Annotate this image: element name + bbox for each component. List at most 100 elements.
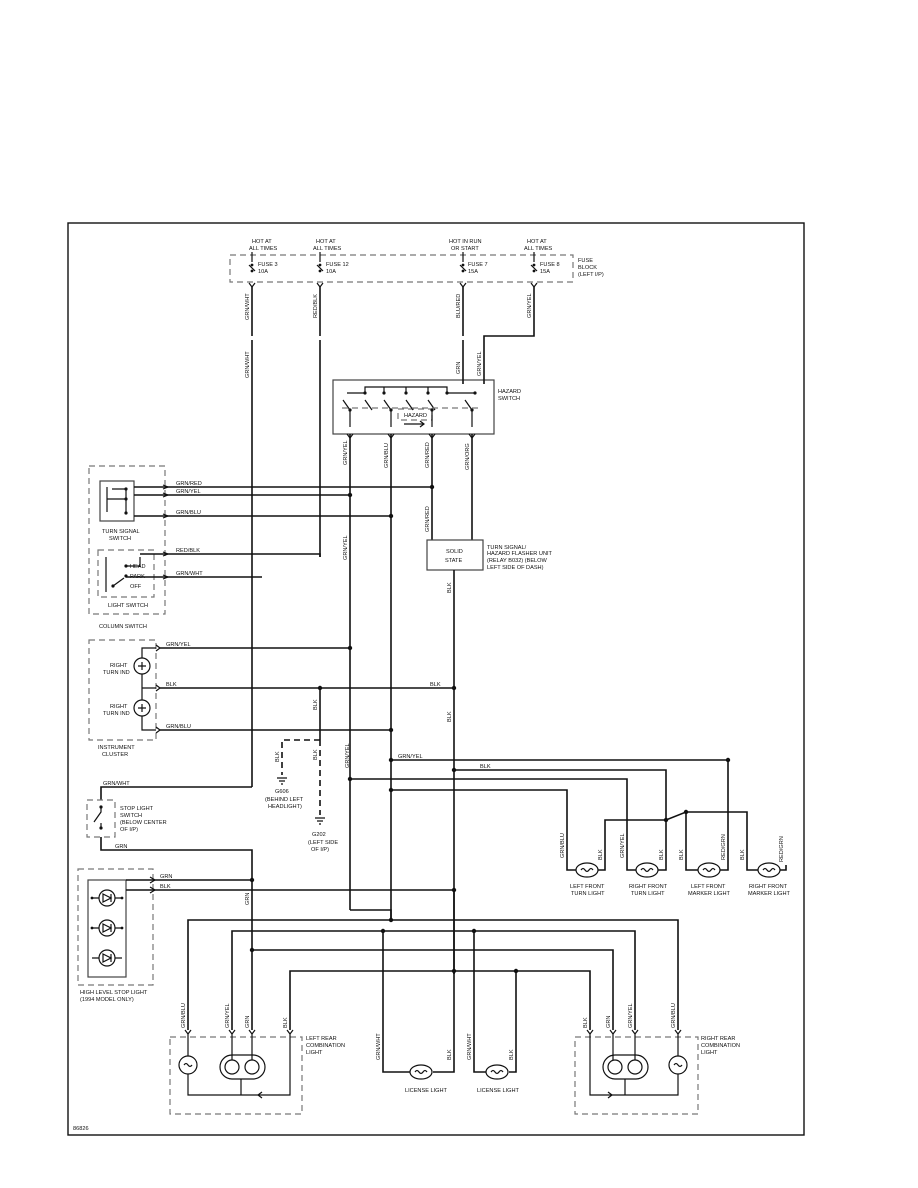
svg-text:INSTRUMENT: INSTRUMENT [98, 745, 135, 751]
column-switch: TURN SIGNAL SWITCH HEAD PARK OFF LIGHT S… [88, 465, 170, 630]
svg-text:(BEHIND LEFT: (BEHIND LEFT [265, 797, 304, 803]
svg-text:GRN/YEL: GRN/YEL [620, 833, 626, 858]
svg-text:GRN/BLU: GRN/BLU [166, 724, 191, 730]
svg-text:GRN/RED: GRN/RED [425, 442, 431, 468]
svg-text:GRN/ORG: GRN/ORG [465, 443, 471, 470]
svg-text:GRN/WHT: GRN/WHT [245, 293, 251, 320]
svg-text:GRN/WHT: GRN/WHT [376, 1033, 382, 1060]
svg-text:SWITCH: SWITCH [109, 536, 131, 542]
svg-text:TURN IND: TURN IND [103, 670, 130, 676]
svg-text:OFF: OFF [130, 584, 142, 590]
svg-text:GRN/BLU: GRN/BLU [176, 510, 201, 516]
svg-text:SWITCH: SWITCH [498, 396, 520, 402]
left-rear-combination-light: LEFT REAR COMBINATION LIGHT GRN/BLU GRN/… [169, 1003, 345, 1115]
instrument-cluster: RIGHT TURN IND RIGHT TURN IND INSTRUMENT… [88, 639, 457, 758]
svg-text:OF I/P): OF I/P) [120, 827, 138, 833]
svg-text:GRN/YEL: GRN/YEL [166, 642, 191, 648]
svg-text:GRN/WHT: GRN/WHT [467, 1033, 473, 1060]
diagram-frame [67, 222, 805, 1136]
right-rear-combination-light: RIGHT REAR COMBINATION LIGHT BLK GRN GRN… [574, 1003, 740, 1115]
svg-text:BLK: BLK [659, 849, 665, 860]
svg-text:ALL TIMES: ALL TIMES [524, 246, 553, 252]
svg-text:GRN: GRN [456, 362, 462, 374]
figure-id: 86826 [73, 1126, 89, 1132]
svg-text:(RELAY B032) (BELOW: (RELAY B032) (BELOW [487, 558, 548, 564]
svg-text:BLK: BLK [313, 749, 319, 760]
svg-text:RED/GRN: RED/GRN [721, 834, 727, 860]
svg-text:COMBINATION: COMBINATION [701, 1043, 740, 1049]
stop-light-switch: GRN/WHT STOP LIGHT SWITCH (BELOW CENTER … [86, 781, 253, 1030]
svg-text:CLUSTER: CLUSTER [102, 752, 128, 758]
svg-text:TURN IND: TURN IND [103, 711, 130, 717]
svg-text:GRN: GRN [245, 893, 251, 905]
svg-text:LEFT FRONT: LEFT FRONT [570, 884, 605, 890]
svg-text:BLK: BLK [160, 884, 171, 890]
svg-text:LICENSE LIGHT: LICENSE LIGHT [405, 1088, 448, 1094]
svg-text:GRN/YEL: GRN/YEL [176, 489, 201, 495]
grounds: BLK BLK G606 (BEHIND LEFT HEADLIGHT) BLK… [265, 688, 338, 853]
svg-text:BLK: BLK [166, 682, 177, 688]
svg-text:TURN SIGNAL: TURN SIGNAL [102, 529, 140, 535]
svg-text:HAZARD FLASHER UNIT: HAZARD FLASHER UNIT [487, 551, 553, 557]
svg-text:LEFT FRONT: LEFT FRONT [691, 884, 726, 890]
svg-text:GRN/WHT: GRN/WHT [245, 351, 251, 378]
svg-text:HIGH LEVEL STOP LIGHT: HIGH LEVEL STOP LIGHT [80, 990, 148, 996]
front-light-feeds: GRN/YEL BLK GRN/YEL [345, 743, 748, 865]
svg-text:G606: G606 [275, 789, 289, 795]
svg-text:RIGHT: RIGHT [110, 663, 128, 669]
front-lights: GRN/BLU BLK LEFT FRONT TURN LIGHT GRN/YE… [560, 820, 791, 897]
svg-text:BLU/RED: BLU/RED [456, 294, 462, 318]
svg-text:RIGHT FRONT: RIGHT FRONT [749, 884, 788, 890]
svg-text:FUSE 12: FUSE 12 [326, 262, 349, 268]
svg-text:G202: G202 [312, 832, 326, 838]
svg-text:FUSE: FUSE [578, 258, 593, 264]
svg-text:HAZARD: HAZARD [498, 389, 521, 395]
svg-text:10A: 10A [258, 269, 268, 275]
svg-text:(LEFT I/P): (LEFT I/P) [578, 272, 604, 278]
svg-text:10A: 10A [326, 269, 336, 275]
svg-text:LIGHT: LIGHT [306, 1050, 323, 1056]
svg-text:RED/BLK: RED/BLK [313, 294, 319, 318]
svg-text:MARKER LIGHT: MARKER LIGHT [748, 891, 791, 897]
svg-text:FUSE 8: FUSE 8 [540, 262, 560, 268]
high-level-stop-light: HIGH LEVEL STOP LIGHT (1994 MODEL ONLY) … [77, 868, 457, 1003]
svg-text:LEFT REAR: LEFT REAR [306, 1036, 337, 1042]
svg-text:HOT IN RUN: HOT IN RUN [449, 239, 482, 245]
wires-hazard-out: GRN/YEL GRN/BLU GRN/RED GRN/RED GRN/ORG … [343, 433, 476, 920]
svg-text:OF I/P): OF I/P) [311, 847, 329, 853]
svg-text:BLK: BLK [583, 1017, 589, 1028]
svg-text:TURN SIGNAL/: TURN SIGNAL/ [487, 545, 527, 551]
svg-text:ALL TIMES: ALL TIMES [313, 246, 342, 252]
svg-text:OR START: OR START [451, 246, 479, 252]
hazard-switch: HAZARD SWITCH HAZARD [332, 379, 521, 435]
svg-text:SWITCH: SWITCH [120, 813, 142, 819]
svg-text:RIGHT FRONT: RIGHT FRONT [629, 884, 668, 890]
svg-text:BLK: BLK [679, 849, 685, 860]
svg-text:GRN/RED: GRN/RED [176, 481, 202, 487]
svg-text:HOT AT: HOT AT [527, 239, 547, 245]
svg-text:GRN/YEL: GRN/YEL [398, 754, 423, 760]
svg-text:LEFT SIDE OF DASH): LEFT SIDE OF DASH) [487, 565, 544, 571]
svg-text:BLK: BLK [480, 764, 491, 770]
svg-text:COLUMN SWITCH: COLUMN SWITCH [99, 624, 147, 630]
svg-text:BLOCK: BLOCK [578, 265, 597, 271]
svg-text:RED/BLK: RED/BLK [176, 548, 200, 554]
svg-text:GRN: GRN [245, 1016, 251, 1028]
svg-text:GRN/YEL: GRN/YEL [343, 440, 349, 465]
svg-text:(LEFT SIDE: (LEFT SIDE [308, 840, 338, 846]
svg-text:COMBINATION: COMBINATION [306, 1043, 345, 1049]
svg-text:LIGHT SWITCH: LIGHT SWITCH [108, 603, 148, 609]
svg-text:HEADLIGHT): HEADLIGHT) [268, 804, 302, 810]
svg-text:GRN/YEL: GRN/YEL [628, 1003, 634, 1028]
rear-buses [187, 890, 679, 1065]
svg-text:SOLID: SOLID [446, 549, 463, 555]
svg-text:BLK: BLK [509, 1049, 515, 1060]
svg-text:HAZARD: HAZARD [404, 413, 427, 419]
svg-text:GRN/BLU: GRN/BLU [384, 443, 390, 468]
svg-text:GRN/BLU: GRN/BLU [560, 833, 566, 858]
svg-text:GRN/YEL: GRN/YEL [345, 743, 351, 768]
svg-text:GRN/YEL: GRN/YEL [477, 351, 483, 376]
svg-text:HOT AT: HOT AT [252, 239, 272, 245]
wires-top: GRN/WHT GRN/WHT RED/BLK BLU/RED GRN GRN/… [245, 287, 535, 787]
